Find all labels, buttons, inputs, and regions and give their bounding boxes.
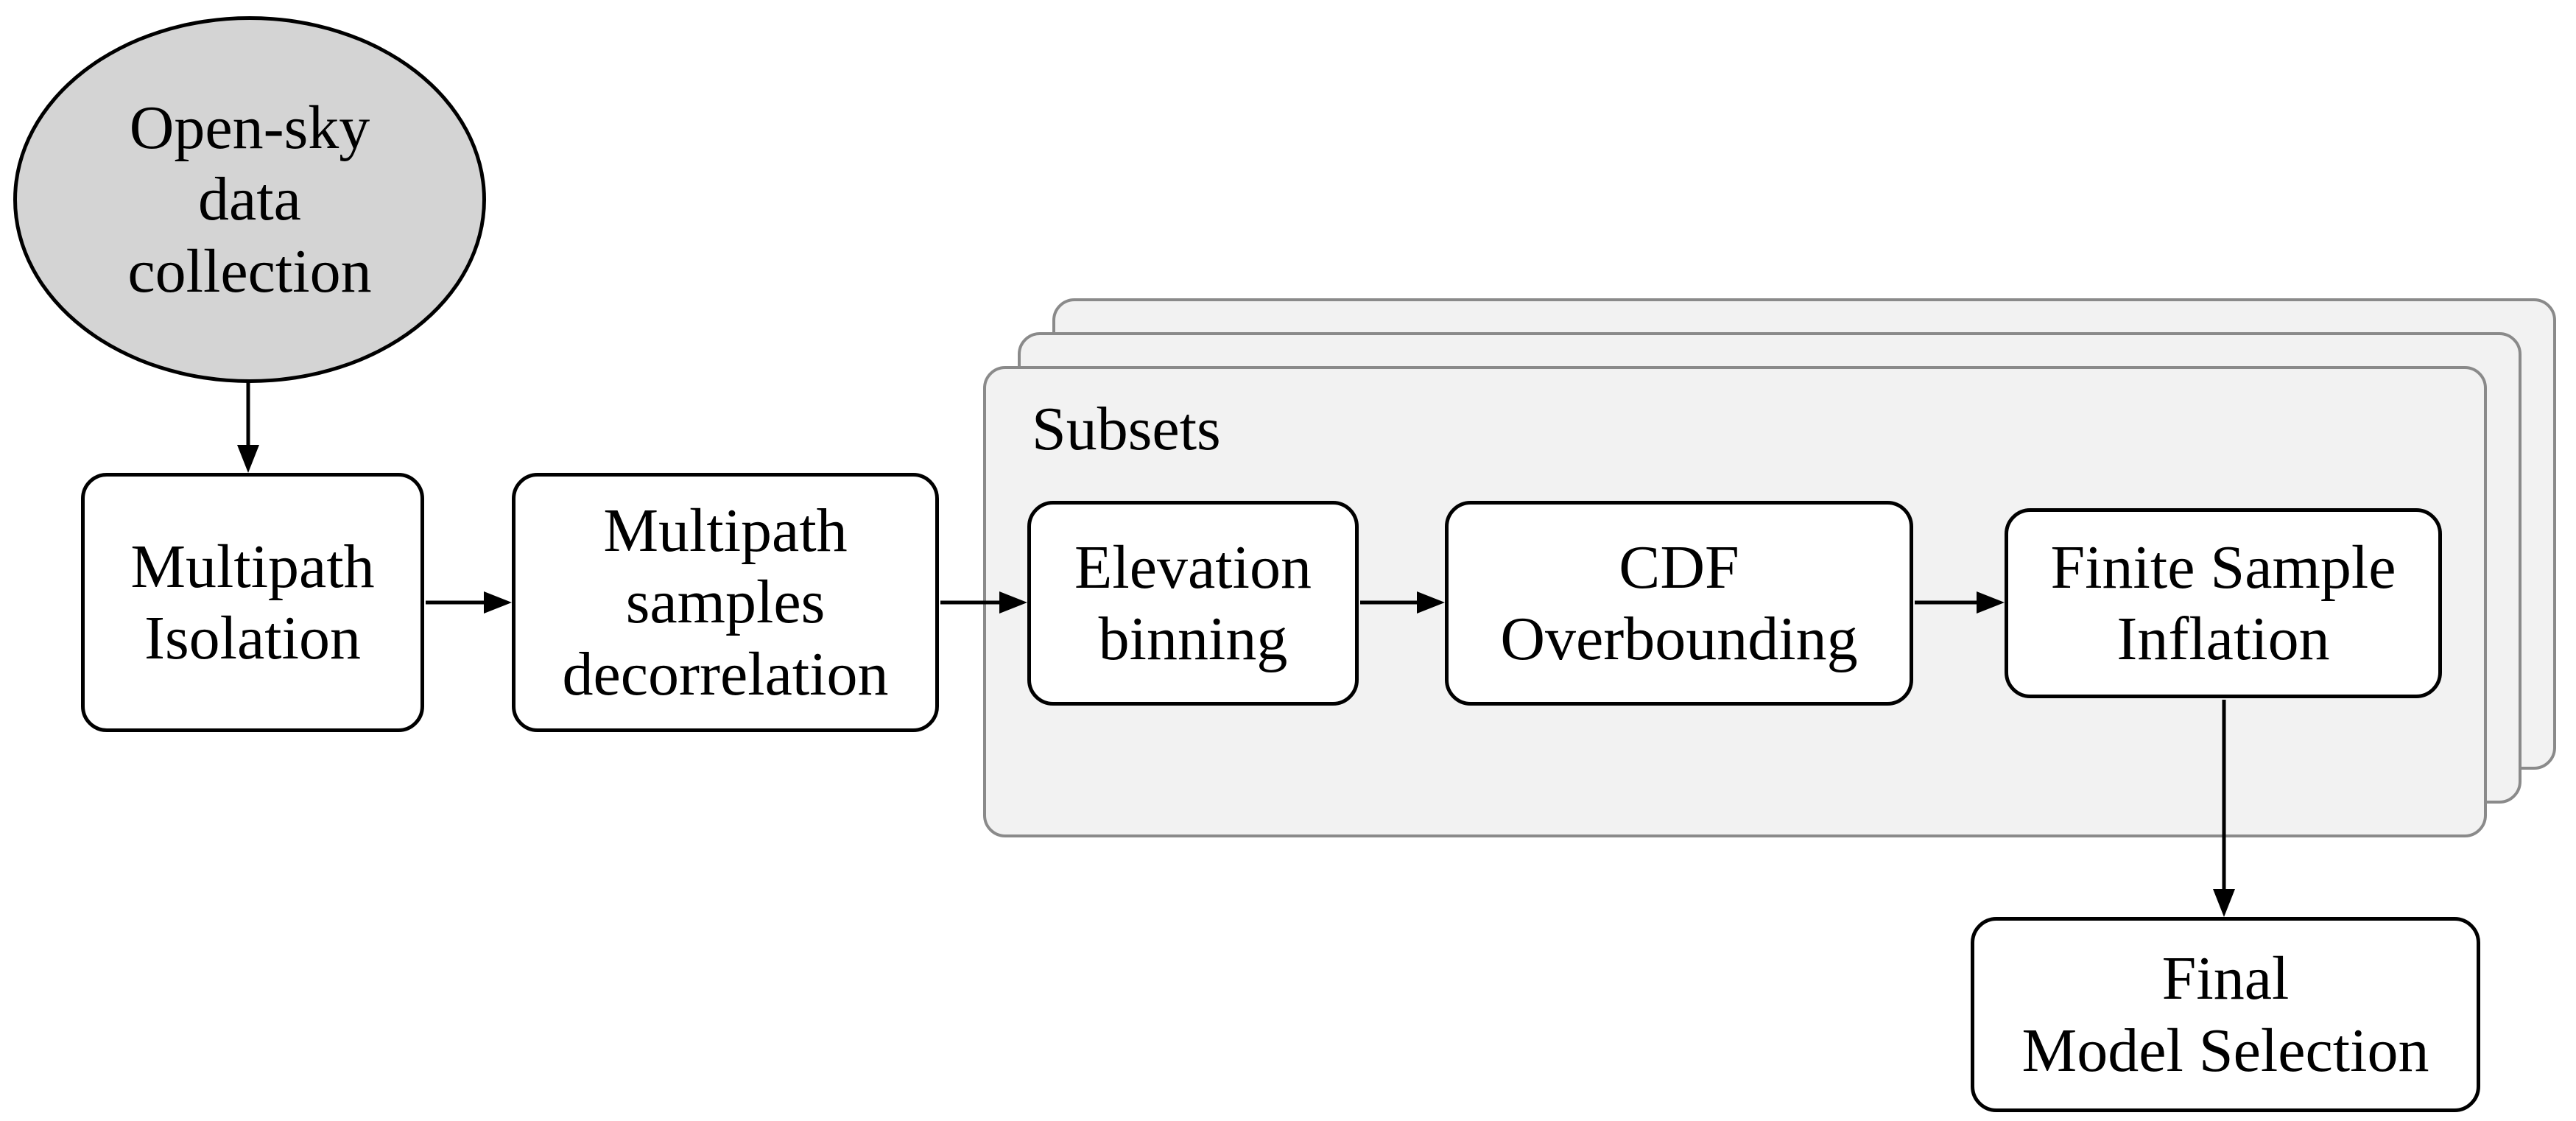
node-label-line: binning (1098, 605, 1288, 673)
node-label-line: CDF (1619, 533, 1739, 602)
node-label-line: collection (127, 236, 372, 306)
subsets-label: Subsets (1032, 395, 1221, 463)
node-final-model-selection: Final Model Selection (1971, 917, 2480, 1112)
node-open-sky-data-collection: Open-sky data collection (13, 16, 486, 383)
node-label-line: samples (625, 568, 826, 637)
node-label-line: Model Selection (2021, 1016, 2429, 1085)
node-label-line: Multipath (130, 532, 375, 601)
node-label-line: Overbounding (1500, 605, 1858, 673)
node-label-line: Isolation (144, 604, 361, 672)
arrow-isolation-to-decorrelation (426, 591, 512, 614)
node-label-line: Inflation (2116, 605, 2330, 673)
node-elevation-binning: Elevation binning (1027, 501, 1359, 706)
node-label-line: decorrelation (562, 639, 889, 709)
node-label-line: Finite Sample (2050, 533, 2396, 602)
node-cdf-overbounding: CDF Overbounding (1445, 501, 1913, 706)
node-label-line: Multipath (603, 496, 848, 565)
node-label-line: Final (2161, 944, 2290, 1013)
node-finite-sample-inflation: Finite Sample Inflation (2005, 508, 2442, 698)
node-label-line: Elevation (1074, 533, 1312, 602)
arrow-open-sky-to-isolation (237, 382, 259, 473)
node-label-line: data (198, 165, 301, 234)
node-label-line: Open-sky (129, 93, 370, 162)
node-multipath-isolation: Multipath Isolation (81, 473, 424, 732)
node-multipath-samples-decorrelation: Multipath samples decorrelation (512, 473, 939, 732)
